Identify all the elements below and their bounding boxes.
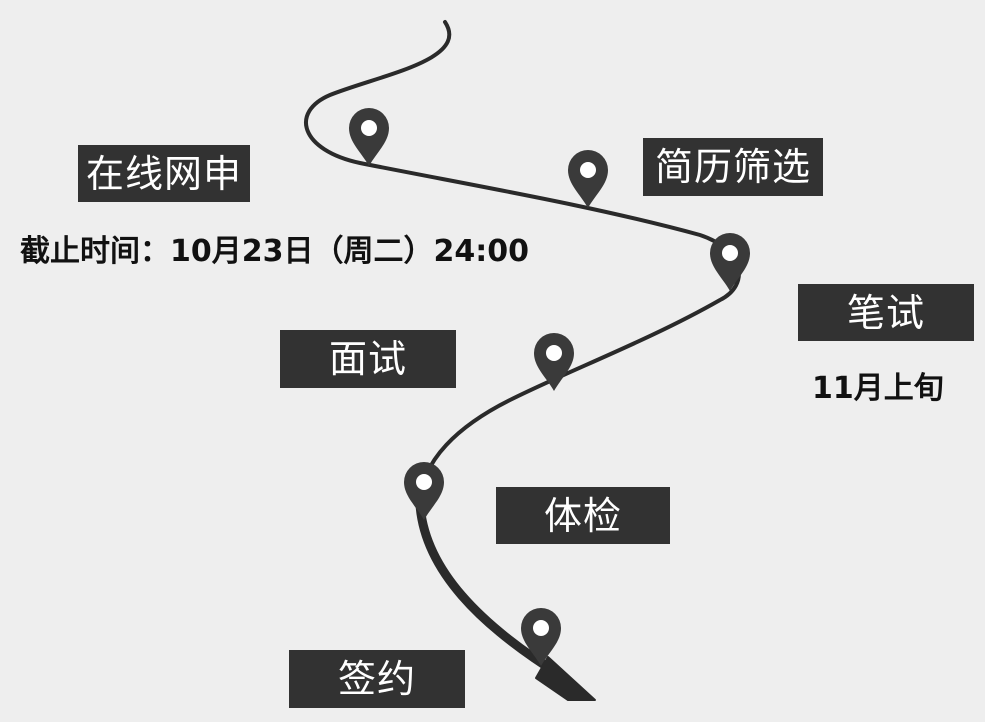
route-line — [304, 20, 741, 507]
step-interview: 面试 — [280, 330, 456, 388]
map-pin-icon — [534, 333, 574, 391]
map-pin-icon — [404, 462, 444, 520]
deadline-note: 截止时间：10月23日（周二）24:00 — [20, 234, 529, 269]
map-pin-icon — [349, 108, 389, 166]
step-written-test: 笔试 — [798, 284, 974, 341]
step-signing: 签约 — [289, 650, 465, 708]
step-physical-exam: 体检 — [496, 487, 670, 544]
step-online-application: 在线网申 — [78, 145, 250, 202]
map-pin-icon — [568, 150, 608, 208]
written-test-time-note: 11月上旬 — [812, 371, 944, 406]
map-pin-icon — [710, 233, 750, 291]
arrow-head-icon — [535, 656, 596, 701]
route-arrow-tail — [415, 500, 565, 680]
map-pin-icon — [521, 608, 561, 666]
step-resume-screening: 简历筛选 — [643, 138, 823, 196]
